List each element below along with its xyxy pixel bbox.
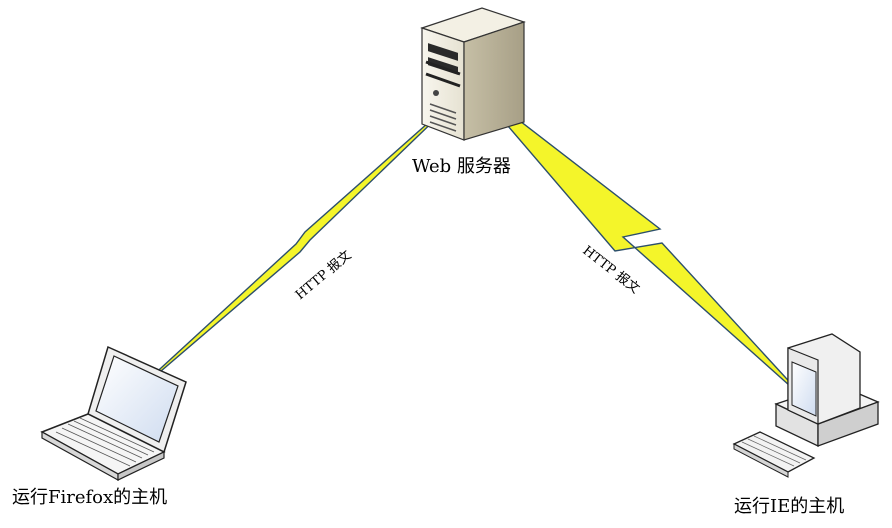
laptop-icon bbox=[40, 345, 187, 482]
server-label: Web 服务器 bbox=[412, 156, 511, 177]
server-icon bbox=[420, 7, 526, 141]
link-label-left: HTTP 报文 bbox=[293, 248, 355, 303]
lightning-link-icon bbox=[471, 83, 809, 403]
desktop-computer-icon bbox=[732, 333, 880, 478]
link-label-right: HTTP 报文 bbox=[580, 243, 643, 297]
lightning-link-left: HTTP 报文 bbox=[111, 83, 473, 414]
laptop-label: 运行Firefox的主机 bbox=[12, 487, 167, 508]
desktop-label: 运行IE的主机 bbox=[734, 496, 844, 517]
lightning-link-right: HTTP 报文 bbox=[471, 83, 809, 403]
lightning-link-icon bbox=[111, 83, 473, 414]
